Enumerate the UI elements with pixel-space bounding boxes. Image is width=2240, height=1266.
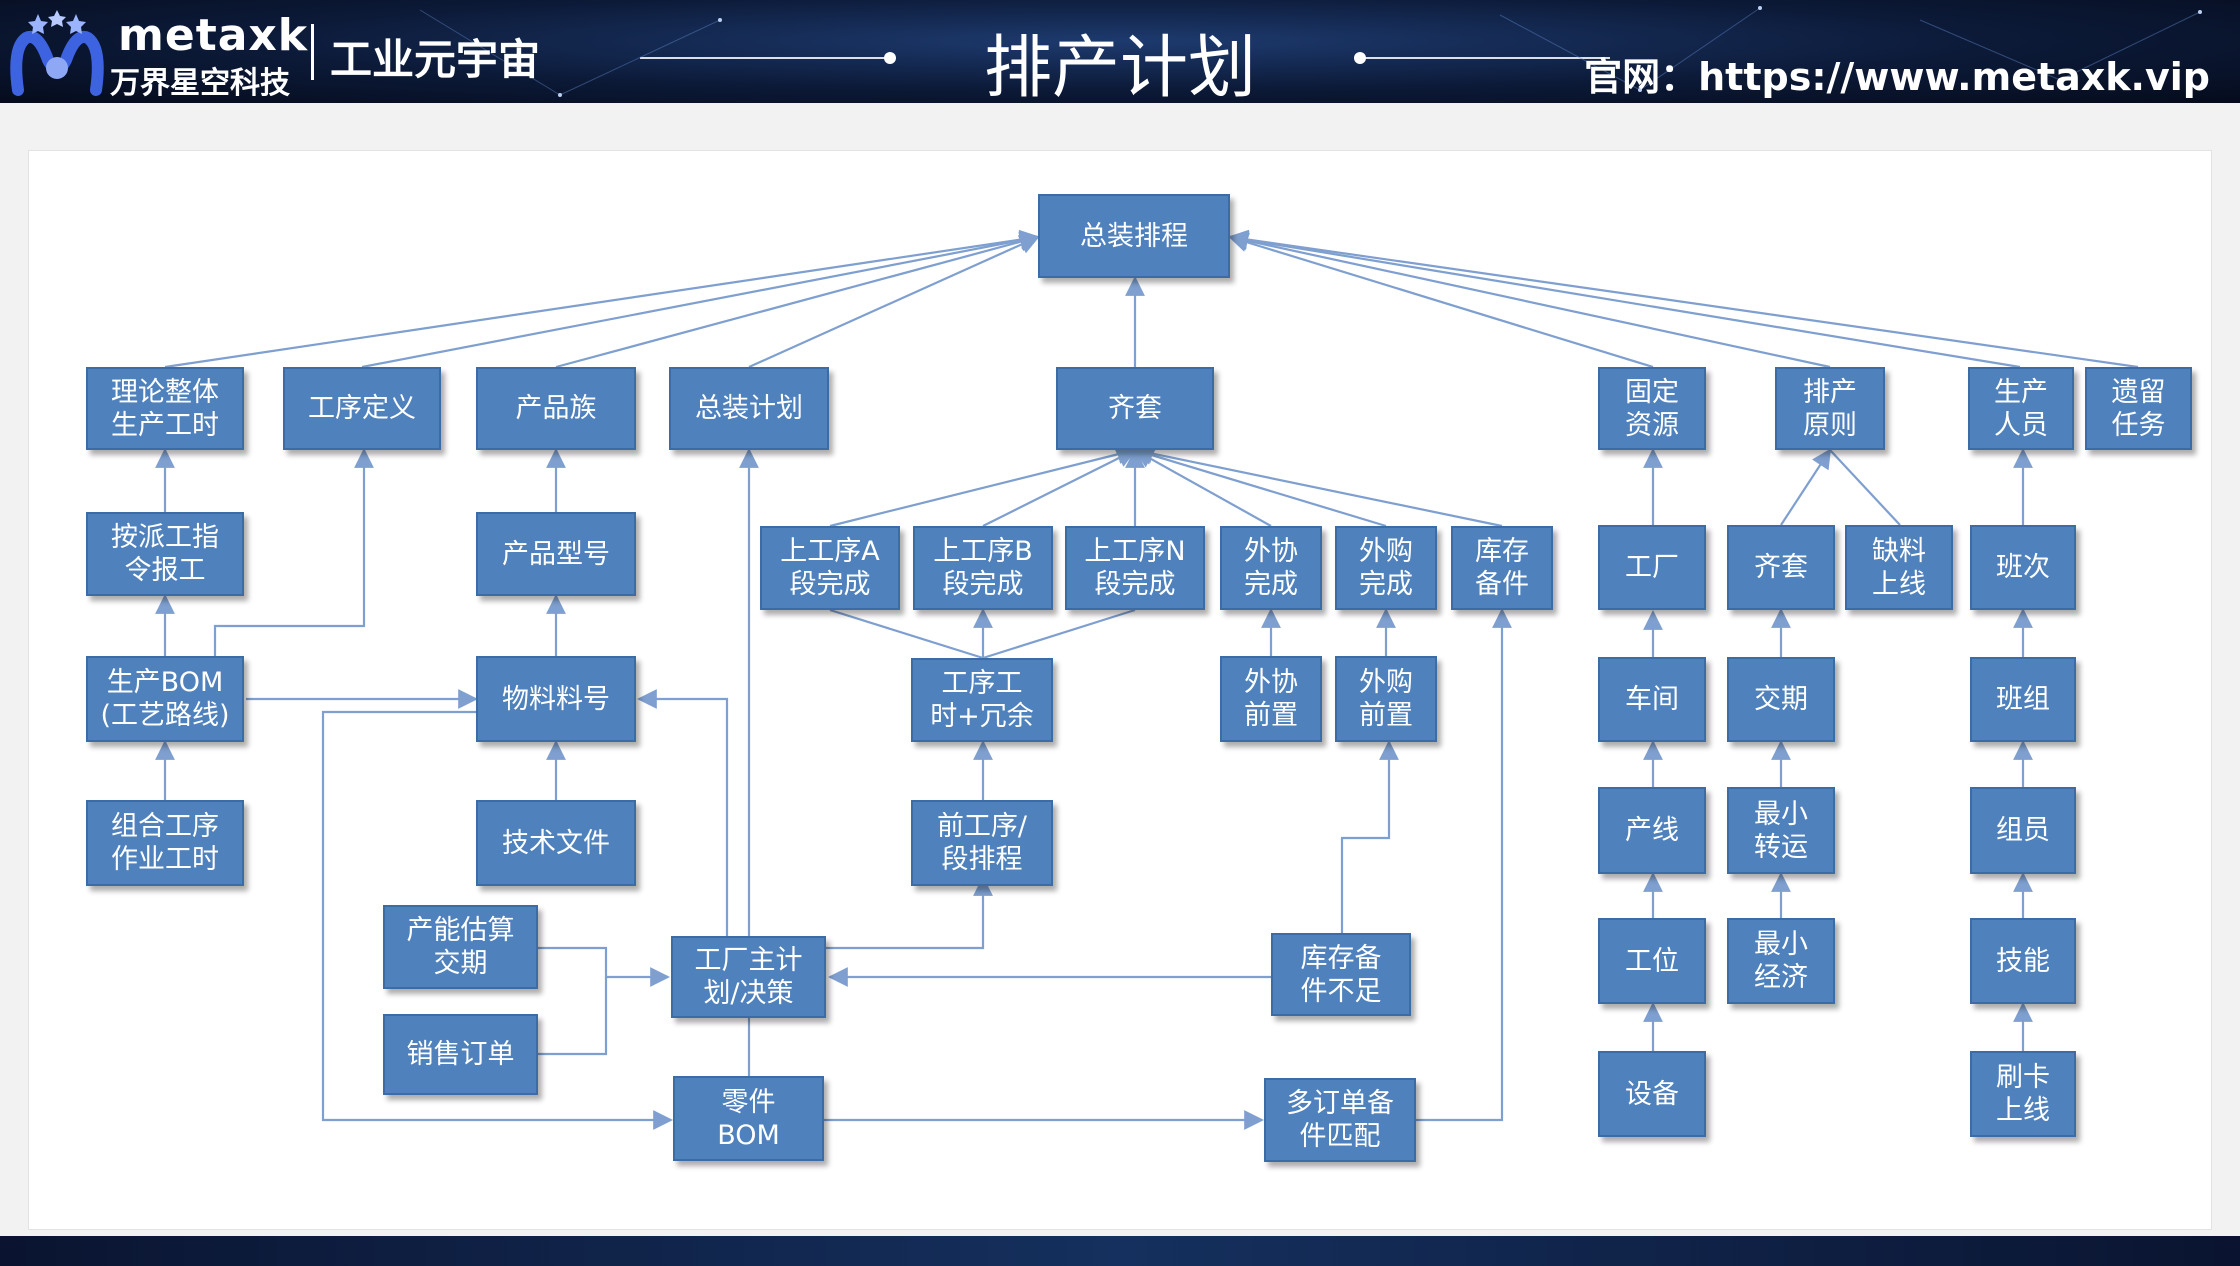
header-decoration xyxy=(419,6,2202,97)
diagram-panel xyxy=(28,150,2212,1230)
node-purchase-lead: 外购 前置 xyxy=(1335,656,1437,742)
node-min-transport: 最小 转运 xyxy=(1727,787,1835,874)
node-combined-process-time: 组合工序 作业工时 xyxy=(86,800,244,886)
node-workshop: 车间 xyxy=(1598,657,1706,742)
node-delivery-date: 交期 xyxy=(1727,657,1835,742)
node-min-economic: 最小 经济 xyxy=(1727,918,1835,1004)
header-bar: metaxk 万界星空科技 工业元宇宙 排产计划 官网：https://www.… xyxy=(0,0,2240,103)
node-stock-shortage: 库存备 件不足 xyxy=(1271,933,1411,1016)
website-link[interactable]: 官网：https://www.metaxk.vip xyxy=(1584,55,2210,99)
node-factory-master-plan: 工厂主计 划/决策 xyxy=(671,936,826,1018)
node-kitting: 齐套 xyxy=(1056,367,1214,450)
node-workstation: 工位 xyxy=(1598,918,1706,1004)
header-divider xyxy=(311,24,314,80)
node-assembly-plan: 总装计划 xyxy=(669,367,829,450)
node-tech-docs: 技术文件 xyxy=(476,800,636,886)
node-theory-total-time: 理论整体 生产工时 xyxy=(86,367,244,450)
node-purchase-done: 外购 完成 xyxy=(1335,526,1437,610)
node-kitting-right: 齐套 xyxy=(1727,525,1835,610)
node-member: 组员 xyxy=(1970,787,2076,874)
node-production-bom: 生产BOM (工艺路线) xyxy=(86,656,244,742)
brand-name: metaxk xyxy=(118,10,309,61)
node-outsource-done: 外协 完成 xyxy=(1220,526,1322,610)
node-skill: 技能 xyxy=(1970,918,2076,1004)
node-team: 班组 xyxy=(1970,657,2076,742)
node-fixed-resources: 固定 资源 xyxy=(1598,367,1706,450)
node-production-staff: 生产 人员 xyxy=(1968,367,2074,450)
node-product-model: 产品型号 xyxy=(476,512,636,596)
node-pre-process-schedule: 前工序/ 段排程 xyxy=(911,800,1053,886)
node-card-online: 刷卡 上线 xyxy=(1970,1051,2076,1137)
page-title: 排产计划 xyxy=(983,29,1256,103)
node-upstream-a: 上工序A 段完成 xyxy=(760,526,900,610)
node-sales-order: 销售订单 xyxy=(383,1014,538,1095)
node-equipment: 设备 xyxy=(1598,1051,1706,1137)
brand-subtitle: 万界星空科技 xyxy=(110,66,290,101)
node-capacity-estimate: 产能估算 交期 xyxy=(383,905,538,989)
node-spare-stock: 库存 备件 xyxy=(1451,526,1553,610)
node-process-definition: 工序定义 xyxy=(283,367,441,450)
node-product-family: 产品族 xyxy=(476,367,636,450)
node-leftover-tasks: 遗留 任务 xyxy=(2085,367,2192,450)
node-dispatch-report: 按派工指 令报工 xyxy=(86,512,244,596)
node-upstream-n: 上工序N 段完成 xyxy=(1065,526,1205,610)
node-parts-bom: 零件 BOM xyxy=(673,1076,824,1161)
node-shortage-online: 缺料 上线 xyxy=(1845,525,1953,610)
node-production-line: 产线 xyxy=(1598,787,1706,874)
node-assembly-schedule: 总装排程 xyxy=(1038,194,1230,278)
node-multi-order-match: 多订单备 件匹配 xyxy=(1264,1078,1416,1162)
node-factory: 工厂 xyxy=(1598,525,1706,610)
footer-bar xyxy=(0,1236,2240,1266)
node-outsource-lead: 外协 前置 xyxy=(1220,656,1322,742)
node-process-time-redundancy: 工序工 时+冗余 xyxy=(911,658,1053,742)
header-tagline: 工业元宇宙 xyxy=(330,35,541,84)
node-upstream-b: 上工序B 段完成 xyxy=(913,526,1053,610)
node-material-number: 物料料号 xyxy=(476,656,636,742)
node-scheduling-rules: 排产 原则 xyxy=(1775,367,1885,450)
node-shift: 班次 xyxy=(1970,525,2076,610)
metaxk-logo-icon xyxy=(10,10,104,96)
